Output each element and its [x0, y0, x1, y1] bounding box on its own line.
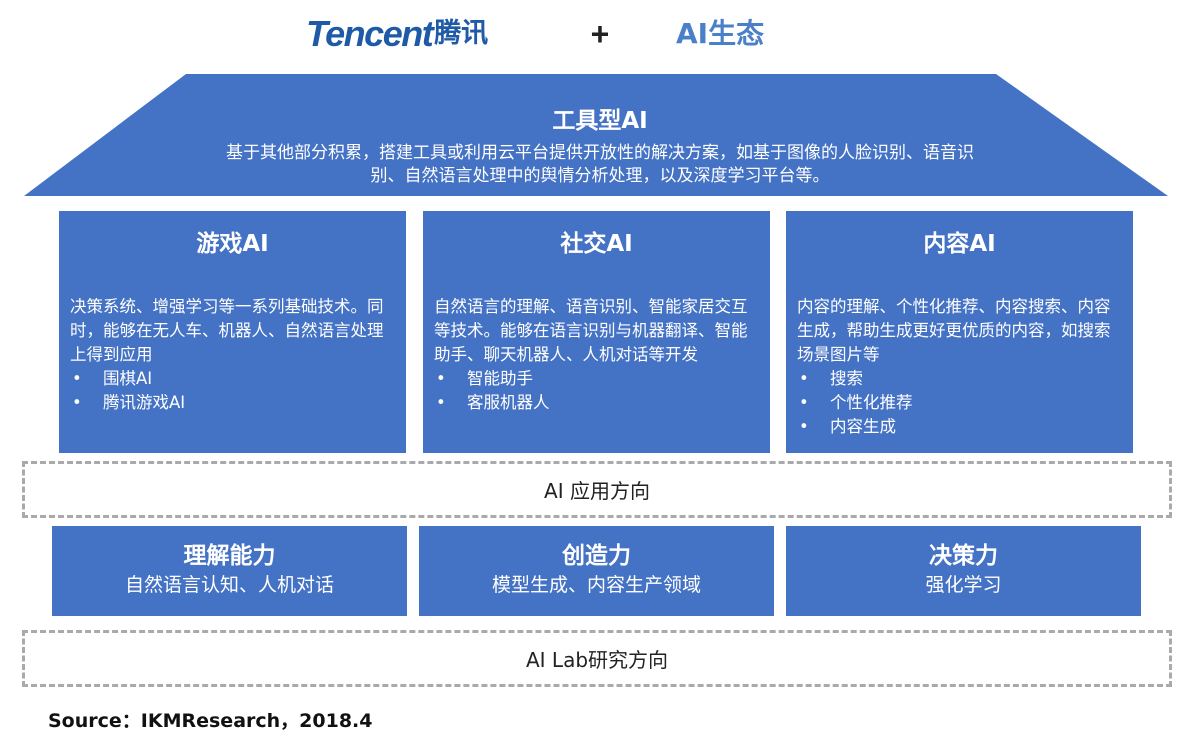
roof-title: 工具型AI — [552, 108, 648, 134]
source-note: Source：IKMResearch，2018.4 — [48, 710, 373, 732]
capability-description: 模型生成、内容生产领域 — [491, 574, 701, 596]
bullet-item: 个性化推荐 — [797, 391, 1123, 415]
ecosystem-title: AI生态 — [676, 17, 765, 50]
ai-lab-research-direction-band: AI Lab研究方向 — [22, 630, 1172, 687]
roof-description-line-2: 别、自然语言处理中的舆情分析处理，以及深度学习平台等。 — [370, 166, 830, 186]
band-label: AI 应用方向 — [544, 479, 650, 503]
roof-content: 工具型AI 基于其他部分积累，搭建工具或利用云平台提供开放性的解决方案，如基于图… — [150, 104, 1050, 188]
bullet-item: 搜索 — [797, 367, 1123, 391]
capability-box-understanding: 理解能力 自然语言认知、人机对话 — [52, 526, 407, 616]
capability-title: 创造力 — [562, 543, 631, 569]
bullet-item: 客服机器人 — [434, 391, 760, 415]
app-box-game-ai: 游戏AI 决策系统、增强学习等一系列基础技术。同时，能够在无人车、机器人、自然语… — [59, 211, 406, 453]
app-description: 自然语言的理解、语音识别、智能家居交互等技术。能够在语言识别与机器翻译、智能助手… — [434, 297, 748, 364]
app-description: 决策系统、增强学习等一系列基础技术。同时，能够在无人车、机器人、自然语言处理上得… — [70, 297, 384, 364]
bullet-item: 围棋AI — [70, 367, 396, 391]
capability-description: 强化学习 — [925, 574, 1002, 596]
logo-english-text: Tencent — [306, 13, 434, 54]
app-box-social-ai: 社交AI 自然语言的理解、语音识别、智能家居交互等技术。能够在语言识别与机器翻译… — [423, 211, 770, 453]
app-bullet-list: 智能助手 客服机器人 — [434, 367, 760, 415]
bullet-item: 智能助手 — [434, 367, 760, 391]
tencent-logo: Tencent 腾讯 — [306, 14, 488, 54]
roof-description-line-1: 基于其他部分积累，搭建工具或利用云平台提供开放性的解决方案，如基于图像的人脸识别… — [226, 143, 974, 163]
app-bullet-list: 围棋AI 腾讯游戏AI — [70, 367, 396, 415]
bullet-item: 腾讯游戏AI — [70, 391, 396, 415]
bullet-item: 内容生成 — [797, 415, 1123, 439]
app-body: 内容的理解、个性化推荐、内容搜索、内容生成，帮助生成更好更优质的内容，如搜索场景… — [797, 295, 1123, 439]
roof-shape — [24, 74, 1168, 196]
app-title: 社交AI — [560, 231, 633, 257]
app-bullet-list: 搜索 个性化推荐 内容生成 — [797, 367, 1123, 439]
plus-sign: + — [590, 16, 610, 52]
app-title: 内容AI — [923, 231, 996, 257]
app-body: 决策系统、增强学习等一系列基础技术。同时，能够在无人车、机器人、自然语言处理上得… — [70, 295, 396, 415]
app-body: 自然语言的理解、语音识别、智能家居交互等技术。能够在语言识别与机器翻译、智能助手… — [434, 295, 760, 415]
capability-box-decision: 决策力 强化学习 — [786, 526, 1141, 616]
app-box-content-ai: 内容AI 内容的理解、个性化推荐、内容搜索、内容生成，帮助生成更好更优质的内容，… — [786, 211, 1133, 453]
capability-title: 理解能力 — [183, 543, 276, 569]
capability-box-creativity: 创造力 模型生成、内容生产领域 — [419, 526, 774, 616]
capability-title: 决策力 — [929, 543, 998, 569]
logo-chinese-text: 腾讯 — [434, 18, 489, 49]
app-description: 内容的理解、个性化推荐、内容搜索、内容生成，帮助生成更好更优质的内容，如搜索场景… — [797, 297, 1111, 364]
app-title: 游戏AI — [196, 231, 269, 257]
band-label: AI Lab研究方向 — [525, 648, 669, 672]
ai-application-direction-band: AI 应用方向 — [22, 461, 1172, 518]
capability-description: 自然语言认知、人机对话 — [124, 574, 334, 596]
